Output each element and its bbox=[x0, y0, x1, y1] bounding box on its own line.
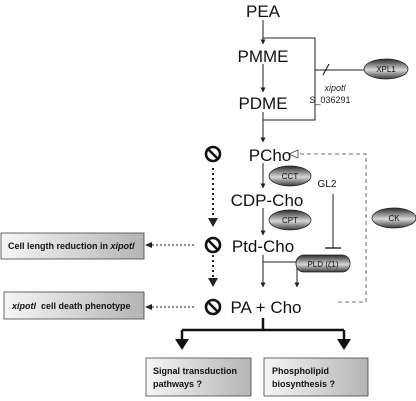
arrow-ptdcho-cho bbox=[263, 261, 300, 288]
main-pathway-arrows bbox=[260, 20, 300, 288]
cho-to-pcho-dashed bbox=[298, 153, 367, 303]
bottom-arrows bbox=[180, 318, 346, 340]
box-cell-length-text: Cell length reduction in xipotl bbox=[8, 241, 135, 251]
blocked-icon-ptdcho bbox=[204, 236, 222, 254]
xpl1-bracket bbox=[263, 37, 364, 121]
metabolite-pea: PEA bbox=[246, 2, 281, 21]
mutation-slash bbox=[322, 63, 330, 76]
box-phospholipid: Phospholipid biosynthesis ? bbox=[263, 357, 369, 397]
metabolite-pdme: PDME bbox=[238, 94, 287, 113]
arrowhead-cell-length bbox=[145, 242, 152, 248]
blocked-icon-pa bbox=[204, 298, 222, 316]
enzyme-ck: CK bbox=[371, 207, 416, 229]
blocked-icon-pcho bbox=[204, 145, 222, 163]
enzyme-pld-label: PLD (ζ1) bbox=[307, 260, 338, 269]
box-phospholipid-line1: Phospholipid bbox=[272, 366, 329, 376]
box-cell-death-text: xipotl cell death phenotype bbox=[11, 301, 131, 311]
metabolite-pa-cho: PA + Cho bbox=[230, 298, 301, 317]
metabolite-ptd-cho: Ptd-Cho bbox=[232, 237, 294, 256]
gl2-inhibition bbox=[325, 194, 341, 249]
metabolite-pcho: PCho bbox=[249, 146, 292, 165]
box-cell-death: xipotl cell death phenotype bbox=[3, 291, 145, 320]
enzyme-cct: CCT bbox=[268, 165, 312, 187]
xipotl-label: xipotl bbox=[323, 83, 346, 93]
bottom-left-arrowhead bbox=[175, 339, 189, 350]
box-signal-line1: Signal transduction bbox=[153, 366, 237, 376]
enzyme-cct-label: CCT bbox=[282, 172, 299, 181]
feedback-line bbox=[298, 153, 367, 303]
arrowhead-cell-death bbox=[145, 304, 152, 310]
dotted-arrowhead-2 bbox=[208, 278, 218, 287]
enzyme-cpt: CPT bbox=[268, 209, 312, 231]
enzyme-ck-label: CK bbox=[388, 214, 400, 223]
dotted-to-boxes bbox=[150, 244, 194, 308]
box-phospholipid-line2: biosynthesis ? bbox=[272, 379, 335, 389]
enzyme-cpt-label: CPT bbox=[282, 216, 298, 225]
enzyme-pld: PLD (ζ1) bbox=[295, 254, 351, 273]
box-signal-transduction: Signal transduction pathways ? bbox=[145, 357, 252, 397]
enzyme-xpl1: XPL1 bbox=[363, 58, 409, 80]
gene-id-label: S_036291 bbox=[309, 95, 350, 105]
bracket-line bbox=[263, 37, 316, 121]
box-signal-line2: pathways ? bbox=[153, 379, 202, 389]
gl2-label: GL2 bbox=[318, 179, 337, 190]
bottom-right-arrowhead bbox=[337, 339, 351, 350]
metabolite-cdp-cho: CDP-Cho bbox=[231, 191, 304, 210]
feedback-arrowhead bbox=[288, 149, 299, 159]
dotted-arrowhead-1 bbox=[208, 218, 218, 227]
enzyme-xpl1-label: XPL1 bbox=[376, 65, 396, 74]
box-cell-length: Cell length reduction in xipotl bbox=[0, 232, 145, 260]
metabolite-pmme: PMME bbox=[238, 47, 289, 66]
